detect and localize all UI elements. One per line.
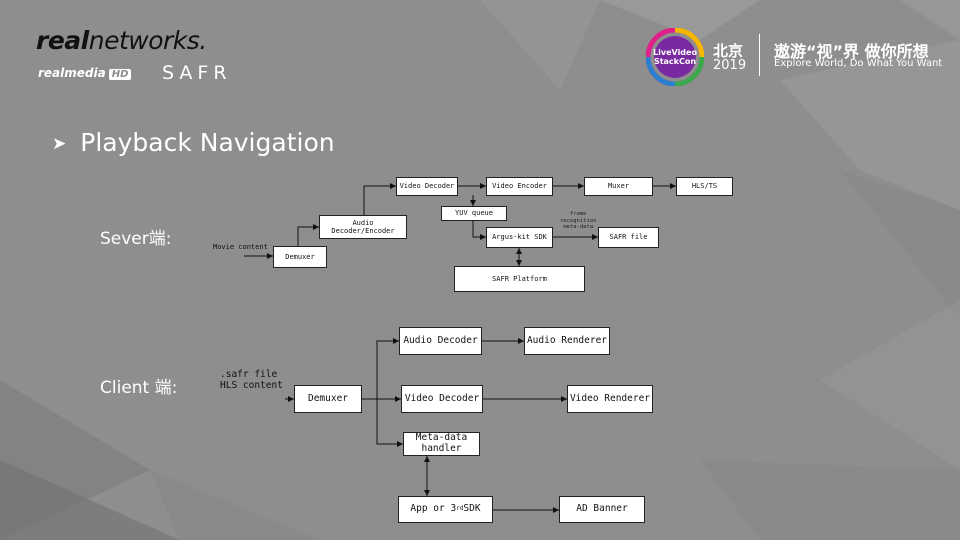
- conference-year: 2019: [713, 58, 747, 73]
- server-argus-sdk-box: Argus-kit SDK: [486, 227, 553, 248]
- server-safr-file-box: SAFR file: [598, 227, 659, 248]
- server-input-label: Movie content: [213, 243, 268, 251]
- server-video-encoder-box: Video Encoder: [486, 177, 553, 196]
- safr-logo: SAFR: [162, 62, 232, 84]
- server-audio-codec-box: Audio Decoder/Encoder: [319, 215, 407, 239]
- client-audio-renderer-box: Audio Renderer: [524, 327, 610, 355]
- client-input-label: .safr file HLS content: [220, 369, 283, 392]
- conference-slogan-en: Explore World, Do What You Want: [774, 58, 943, 69]
- server-demuxer-box: Demuxer: [273, 246, 327, 268]
- server-muxer-box: Muxer: [584, 177, 653, 196]
- client-video-decoder-box: Video Decoder: [401, 385, 483, 413]
- conference-divider: [759, 34, 760, 76]
- server-yuv-queue-box: YUV queue: [441, 206, 507, 221]
- server-safr-platform-box: SAFR Platform: [454, 266, 585, 292]
- conference-city: 北京: [713, 42, 744, 60]
- client-metadata-handler-box: Meta-data handler: [403, 432, 480, 456]
- svg-text:LiveVideo: LiveVideo: [653, 48, 697, 57]
- client-ad-banner-box: AD Banner: [559, 496, 645, 523]
- conference-slogan: 遨游“视”界 做你所想: [774, 42, 929, 61]
- client-demuxer-box: Demuxer: [294, 385, 362, 413]
- server-hls-box: HLS/TS: [676, 177, 733, 196]
- bullet-arrow-icon: ➤: [52, 134, 67, 154]
- client-audio-decoder-box: Audio Decoder: [399, 327, 482, 355]
- realnetworks-logo: realnetworks.: [36, 26, 207, 55]
- server-annotation: frame recognition meta-data: [560, 211, 597, 231]
- client-video-renderer-box: Video Renderer: [567, 385, 653, 413]
- livevideostackcon-logo: LiveVideo StackCon: [646, 28, 704, 86]
- svg-text:StackCon: StackCon: [654, 57, 696, 66]
- server-video-decoder-box: Video Decoder: [396, 177, 458, 196]
- client-label: Client 端:: [100, 378, 178, 398]
- slide-title: ➤Playback Navigation: [52, 128, 335, 157]
- server-label: Sever端:: [100, 229, 172, 249]
